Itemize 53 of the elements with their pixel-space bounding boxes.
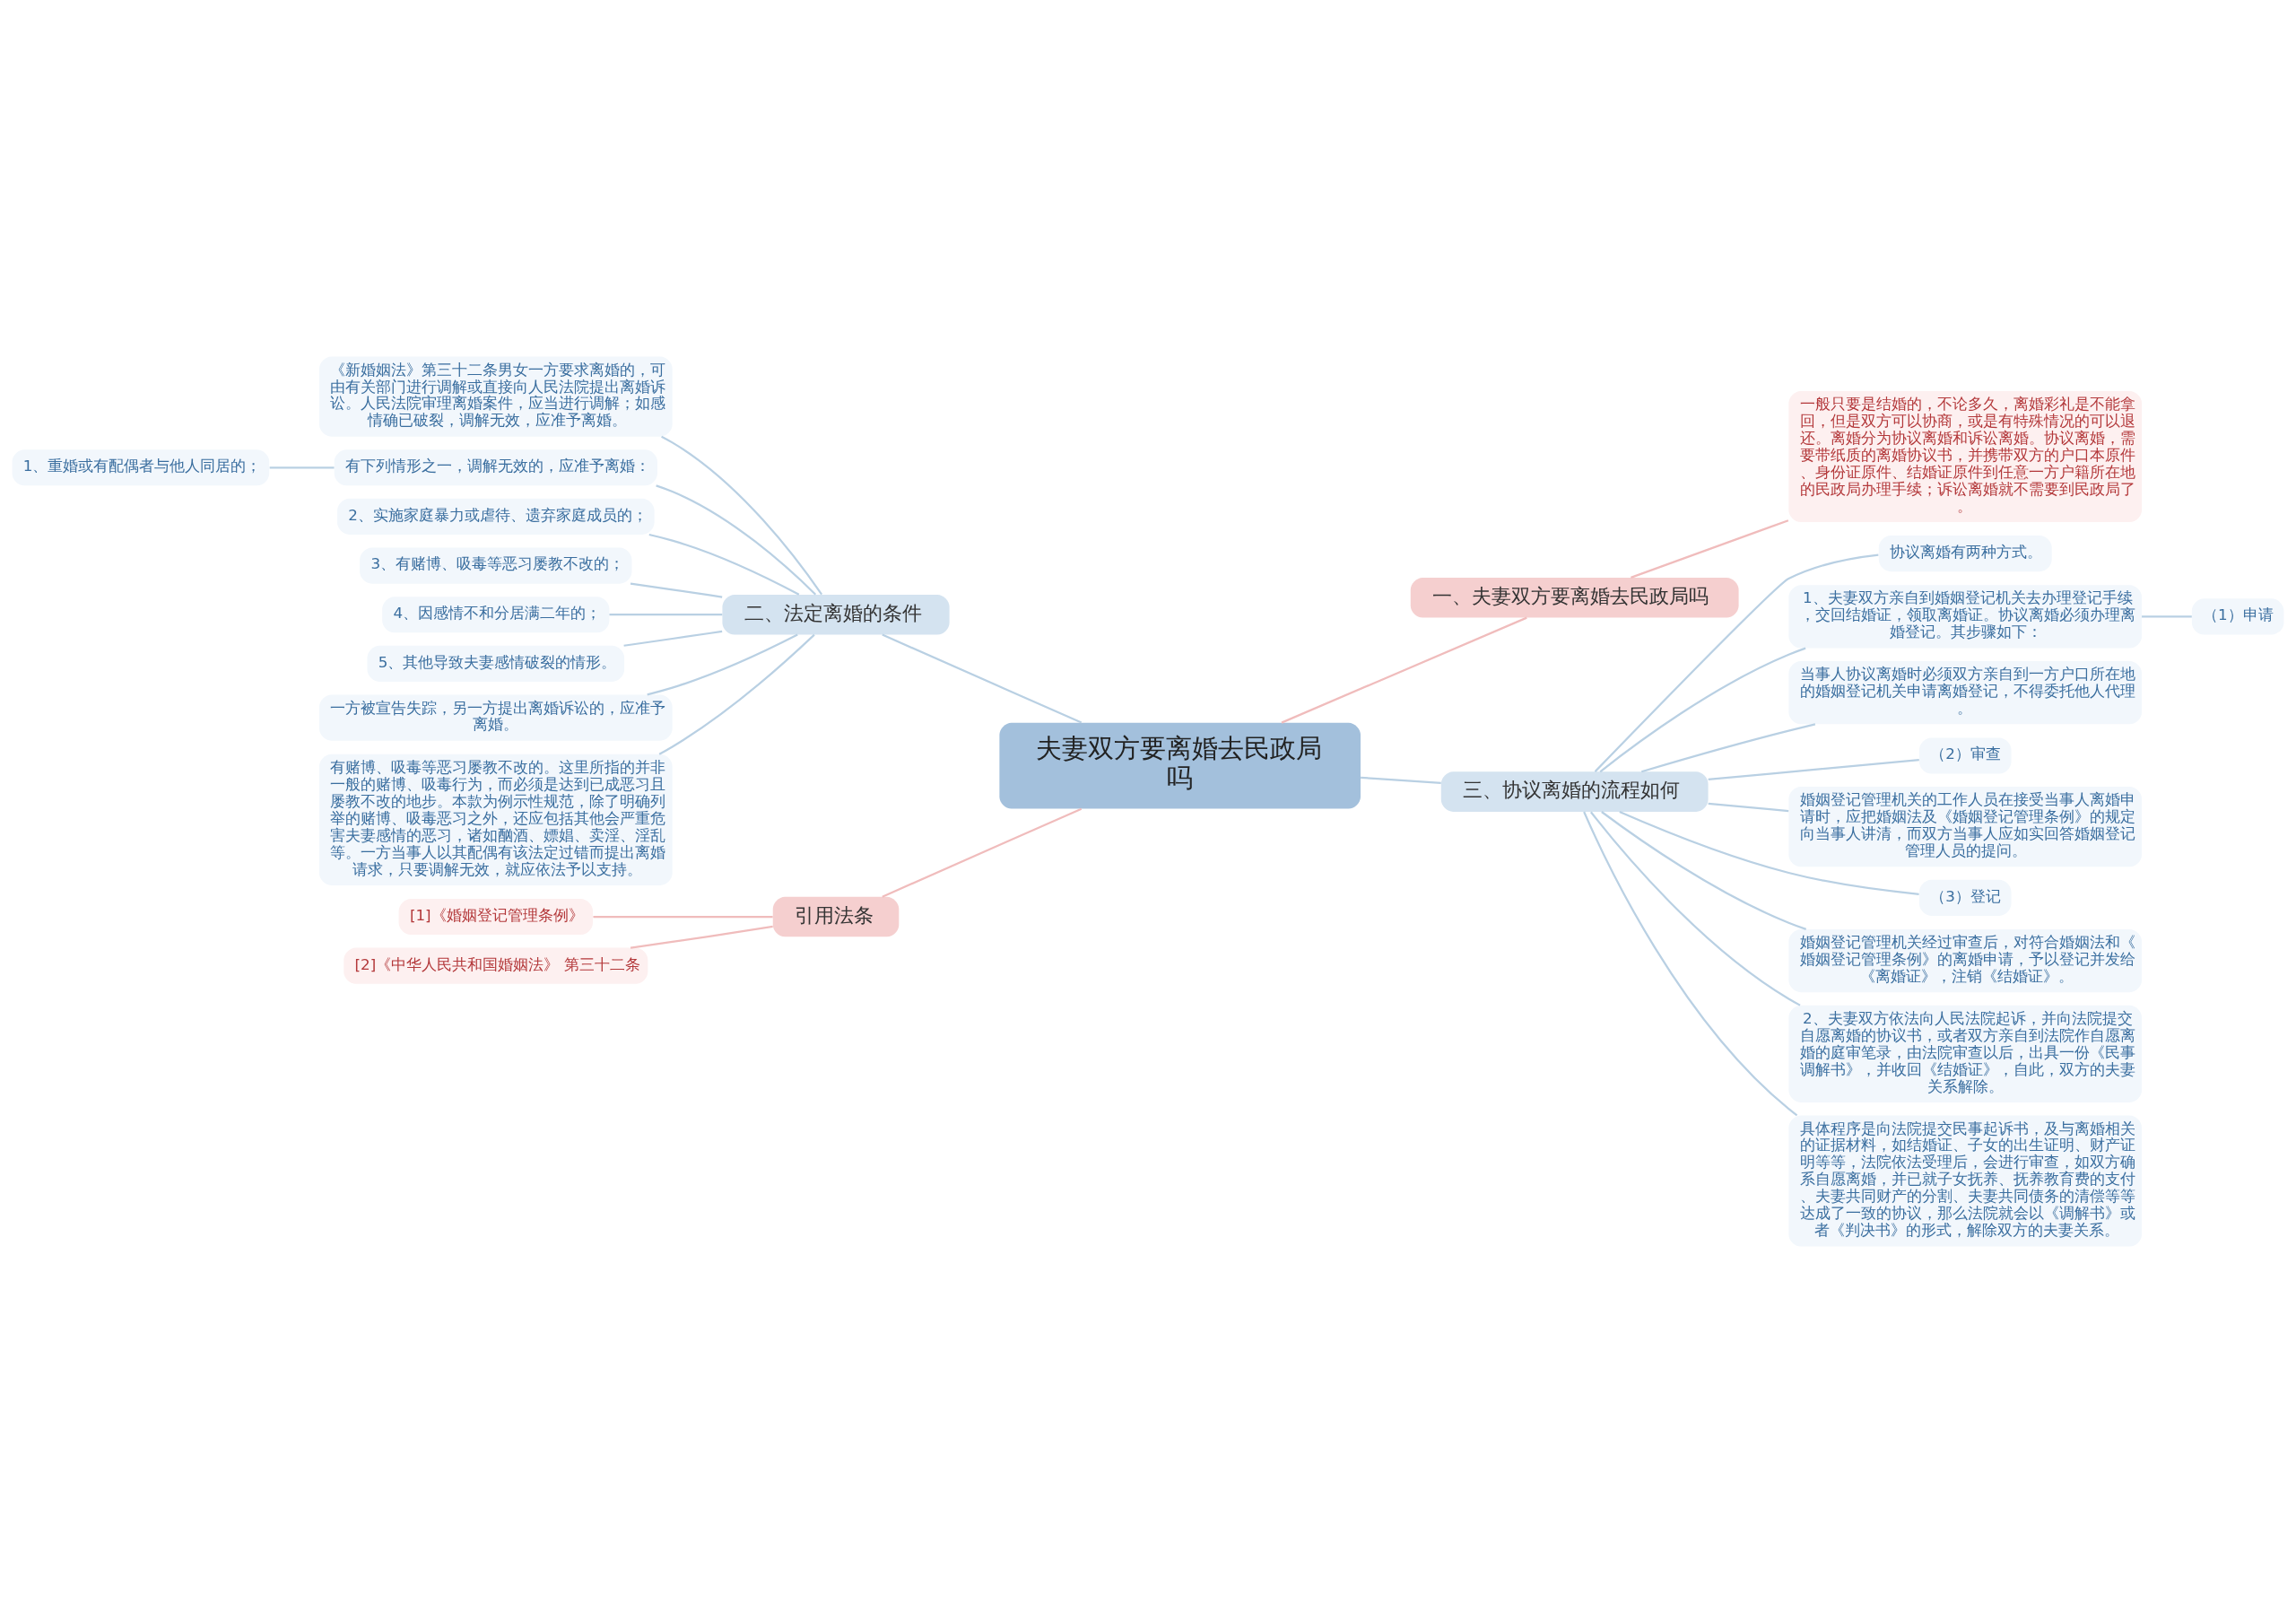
connector	[1708, 759, 1919, 781]
connector	[630, 925, 773, 949]
connector	[1601, 811, 1807, 930]
connector	[1641, 723, 1816, 773]
connector	[661, 435, 823, 596]
connector	[609, 614, 723, 616]
node-box: 一、夫妻双方要离婚去民政局吗	[1410, 577, 1739, 618]
connector	[1361, 776, 1441, 784]
node-box: 2、夫妻双方依法向人民法院起诉，并向法院提交自愿离婚的协议书，或者双方亲自到法院作自愿离婚的庭审笔录，由法院审查以后，出具一份《民事调解书》，并收回《结婚证》，自此，双方的夫妻关系解除。	[1788, 1005, 2143, 1102]
connector	[623, 630, 723, 647]
node-box: 2、实施家庭暴力或虐待、遗弃家庭成员的；	[337, 498, 655, 535]
connector	[647, 633, 798, 696]
node-box: 协议离婚有两种方式。	[1878, 536, 2052, 572]
node-box: 夫妻双方要离婚去民政局吗	[999, 722, 1361, 809]
connector	[1631, 519, 1789, 579]
node-box: （2）审查	[1918, 737, 2012, 774]
node-box: （1）申请	[2191, 598, 2284, 635]
node-box: 有赌博、吸毒等恶习屡教不改的。这里所指的并非一般的赌博、吸毒行为，而必须是达到已成恶习且屡教不改的地步。本款为例示性规范，除了明确列举的赌博、吸毒恶习之外，还应包括其他会严重危害夫妻感情的恶习，诸如酗酒、嫖娼、卖淫、淫乱等。一方当事人以其配偶有该法定过错而提出离婚请求，只要调解无效，就应依法予以支持。	[318, 754, 673, 885]
node-box: 引用法条	[772, 896, 900, 937]
node-box: 二、法定离婚的条件	[722, 594, 950, 635]
connector	[1281, 616, 1527, 724]
connector	[1590, 811, 1801, 1006]
node-box: （3）登记	[1918, 879, 2012, 916]
connector	[593, 915, 773, 919]
node-box: 当事人协议离婚时必须双方亲自到一方户口所在地的婚姻登记机关申请离婚登记，不得委托他人代理。	[1788, 661, 2143, 725]
node-box: 1、重婚或有配偶者与他人同居的；	[12, 449, 270, 486]
connector	[1619, 810, 1919, 895]
node-box: 5、其他导致夫妻感情破裂的情形。	[367, 645, 625, 682]
node-box: 婚姻登记管理机关经过审查后，对符合婚姻法和《婚姻登记管理条例》的离婚申请，予以登记并发给《离婚证》，注销《结婚证》。	[1788, 929, 2143, 993]
connector	[630, 582, 723, 598]
node-box: [2]《中华人民共和国婚姻法》 第三十二条	[344, 947, 648, 984]
connector	[269, 466, 335, 469]
node-box: 3、有赌博、吸毒等恶习屡教不改的；	[360, 547, 632, 584]
node-box: 1、夫妻双方亲自到婚姻登记机关去办理登记手续，交回结婚证，领取离婚证。协议离婚必须办理离婚登记。其步骤如下：	[1788, 585, 2143, 649]
connector	[882, 807, 1083, 898]
connector	[1599, 647, 1806, 773]
node-box: 具体程序是向法院提交民事起诉书，及与离婚相关的证据材料，如结婚证、子女的出生证明、财产证明等等，法院依法受理后，会进行审查，如双方确系自愿离婚，并已就子女抚养、抚养教育费的支付、夫妻共同财产的分割、夫妻共同债务的清偿等等达成了一致的协议，那么法院就会以《调解书》或者《判决书》的形式，解除双方的夫妻关系。	[1788, 1115, 2143, 1247]
node-box: 三、协议离婚的流程如何	[1440, 771, 1709, 812]
connector	[648, 533, 800, 596]
node-box: 一般只要是结婚的，不论多久，离婚彩礼是不能拿回，但是双方可以协商，或是有特殊情况的可以退还。离婚分为协议离婚和诉讼离婚。协议离婚，需要带纸质的离婚协议书，并携带双方的户口本原件、身份证原件、结婚证原件到任意一方户籍所在地的民政局办理手续；诉讼离婚就不需要到民政局了。	[1788, 390, 2143, 523]
connector	[2142, 615, 2192, 618]
connector	[656, 484, 817, 596]
node-box: 有下列情形之一，调解无效的，应准予离婚：	[334, 449, 657, 486]
connector	[1583, 811, 1798, 1117]
connector	[882, 633, 1083, 724]
node-box: 《新婚姻法》第三十二条男女一方要求离婚的，可由有关部门进行调解或直接向人民法院提出离婚诉讼。人民法院审理离婚案件，应当进行调解；如感情确已破裂，调解无效，应准予离婚。	[318, 356, 673, 437]
connector	[1594, 553, 1879, 772]
connector	[658, 633, 815, 755]
node-box: 婚姻登记管理机关的工作人员在接受当事人离婚申请时，应把婚姻法及《婚姻登记管理条例》的规定向当事人讲清，而双方当事人应如实回答婚姻登记管理人员的提问。	[1788, 787, 2143, 867]
node-box: 一方被宣告失踪，另一方提出离婚诉讼的，应准予离婚。	[318, 694, 673, 741]
node-box: 4、因感情不和分居满二年的；	[382, 597, 610, 633]
node-box: [1]《婚姻登记管理条例》	[398, 898, 593, 936]
connector	[1708, 802, 1789, 813]
